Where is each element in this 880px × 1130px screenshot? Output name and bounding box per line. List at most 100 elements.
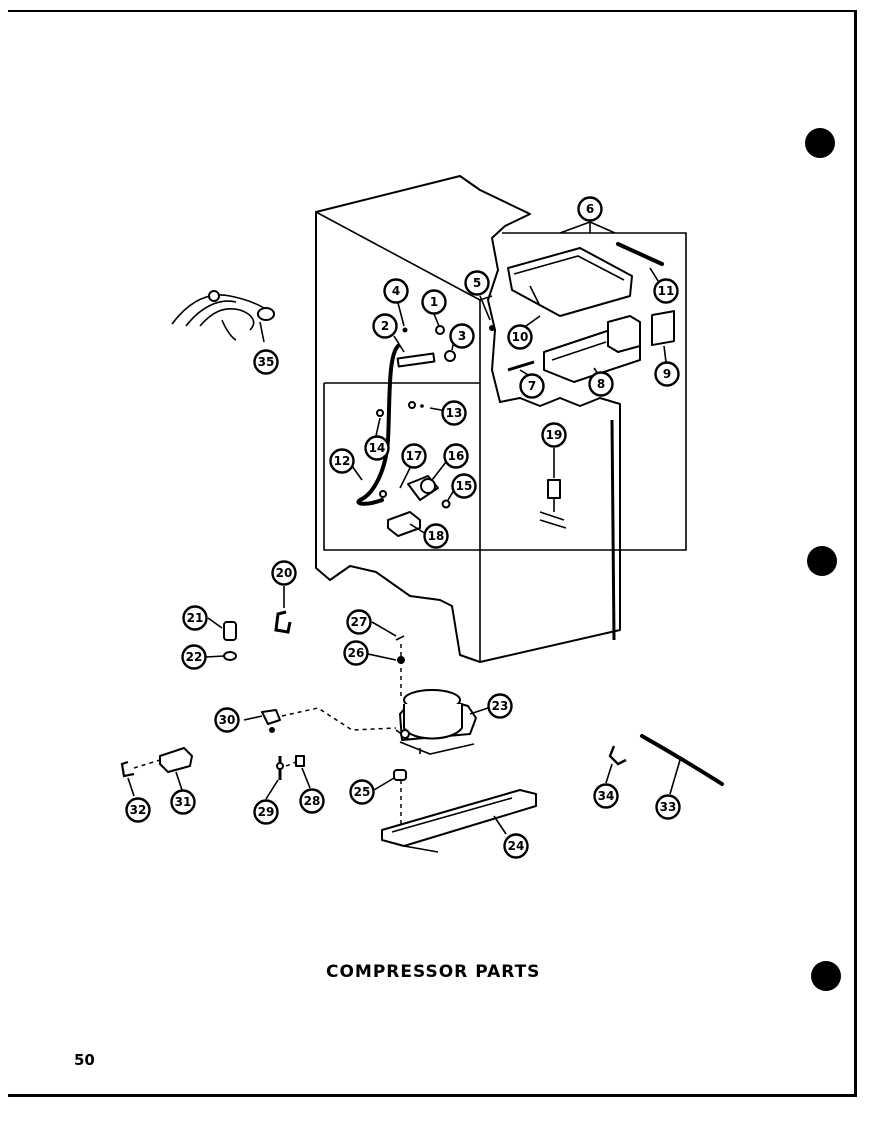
callout-33-label: 33 bbox=[660, 800, 677, 814]
callout-31: 31 bbox=[170, 789, 196, 815]
callout-3: 3 bbox=[449, 323, 475, 349]
callout-29-label: 29 bbox=[258, 805, 275, 819]
callout-12-label: 12 bbox=[334, 454, 351, 468]
shield-plate bbox=[651, 310, 675, 347]
callout-25-label: 25 bbox=[354, 785, 371, 799]
cover-clip bbox=[120, 760, 135, 778]
binder-hole-top bbox=[805, 128, 835, 158]
callout-34-label: 34 bbox=[598, 789, 615, 803]
callout-15-label: 15 bbox=[456, 479, 473, 493]
callout-21-label: 21 bbox=[187, 611, 204, 625]
callout-20: 20 bbox=[271, 560, 297, 586]
wire-harness bbox=[171, 290, 275, 341]
leader-lines bbox=[127, 221, 681, 835]
icemaker-assembly bbox=[543, 315, 641, 383]
overload-parts bbox=[276, 755, 305, 780]
callout-33: 33 bbox=[655, 794, 681, 820]
callout-19-label: 19 bbox=[546, 428, 563, 442]
callout-32: 32 bbox=[125, 797, 151, 823]
cover-dashed-link bbox=[133, 759, 161, 769]
grommet bbox=[223, 621, 237, 641]
callout-16: 16 bbox=[443, 443, 469, 469]
callout-14-label: 14 bbox=[369, 441, 386, 455]
callout-4-label: 4 bbox=[392, 284, 400, 298]
callout-9-label: 9 bbox=[663, 367, 671, 381]
callout-3-label: 3 bbox=[458, 329, 466, 343]
callout-32-label: 32 bbox=[130, 803, 147, 817]
callout-27-label: 27 bbox=[351, 615, 368, 629]
callout-22-label: 22 bbox=[186, 650, 203, 664]
callout-14: 14 bbox=[364, 435, 390, 461]
icemaker-detail-box bbox=[323, 232, 687, 551]
tube-insulation bbox=[640, 734, 724, 786]
callout-6: 6 bbox=[577, 196, 603, 222]
callout-23-label: 23 bbox=[492, 699, 509, 713]
callout-30-label: 30 bbox=[219, 713, 236, 727]
page-border bbox=[8, 10, 857, 1097]
water-valve bbox=[407, 475, 451, 509]
callout-2: 2 bbox=[372, 313, 398, 339]
callout-35-label: 35 bbox=[258, 355, 275, 369]
callout-35: 35 bbox=[253, 349, 279, 375]
page-number: 50 bbox=[74, 1051, 95, 1069]
callout-23: 23 bbox=[487, 693, 513, 719]
callout-6-label: 6 bbox=[586, 202, 594, 216]
callout-18: 18 bbox=[423, 523, 449, 549]
diagram-title: COMPRESSOR PARTS bbox=[326, 962, 541, 982]
valve-bracket bbox=[387, 511, 421, 537]
callout-1: 1 bbox=[421, 289, 447, 315]
drain-part bbox=[539, 479, 567, 529]
ice-bucket bbox=[507, 247, 633, 317]
mount-screw bbox=[395, 635, 405, 641]
callout-28-label: 28 bbox=[304, 794, 321, 808]
tube-fittings bbox=[376, 325, 495, 498]
callout-26: 26 bbox=[343, 640, 369, 666]
callout-4: 4 bbox=[383, 278, 409, 304]
callout-31-label: 31 bbox=[175, 795, 192, 809]
callout-17-label: 17 bbox=[406, 449, 423, 463]
callout-29: 29 bbox=[253, 799, 279, 825]
callout-16-label: 16 bbox=[448, 449, 465, 463]
callout-25: 25 bbox=[349, 779, 375, 805]
callout-11: 11 bbox=[653, 278, 679, 304]
water-line-riser bbox=[610, 419, 616, 641]
callout-12: 12 bbox=[329, 448, 355, 474]
callout-18-label: 18 bbox=[428, 529, 445, 543]
compressor-base-plate bbox=[381, 789, 537, 853]
callout-15: 15 bbox=[451, 473, 477, 499]
callout-5-label: 5 bbox=[473, 276, 481, 290]
callout-34: 34 bbox=[593, 783, 619, 809]
callout-9: 9 bbox=[654, 361, 680, 387]
callout-13: 13 bbox=[441, 400, 467, 426]
callout-1-label: 1 bbox=[430, 295, 438, 309]
binder-hole-middle bbox=[807, 546, 837, 576]
callout-10: 10 bbox=[507, 324, 533, 350]
callout-24-base-label: 24 bbox=[508, 839, 525, 853]
fill-tube bbox=[507, 360, 535, 372]
callout-22: 22 bbox=[181, 644, 207, 670]
callout-24-base: 24 bbox=[503, 833, 529, 859]
mount-grommet-lower bbox=[393, 769, 407, 781]
callout-10-label: 10 bbox=[512, 330, 529, 344]
callout-21: 21 bbox=[182, 605, 208, 631]
callout-13-label: 13 bbox=[446, 406, 463, 420]
callout-8: 8 bbox=[588, 371, 614, 397]
water-line bbox=[356, 344, 400, 506]
callout-27: 27 bbox=[346, 609, 372, 635]
callout-11-label: 11 bbox=[658, 284, 675, 298]
compressor bbox=[395, 689, 477, 755]
callout-20-label: 20 bbox=[276, 566, 293, 580]
callout-26-label: 26 bbox=[348, 646, 365, 660]
clip-part bbox=[274, 610, 292, 634]
shutoff-arm bbox=[616, 242, 664, 266]
callout-7: 7 bbox=[519, 373, 545, 399]
relay-part bbox=[261, 707, 397, 733]
callout-7-label: 7 bbox=[528, 379, 536, 393]
callout-19: 19 bbox=[541, 422, 567, 448]
callout-30: 30 bbox=[214, 707, 240, 733]
binder-hole-bottom bbox=[811, 961, 841, 991]
callout-28: 28 bbox=[299, 788, 325, 814]
callout-17: 17 bbox=[401, 443, 427, 469]
